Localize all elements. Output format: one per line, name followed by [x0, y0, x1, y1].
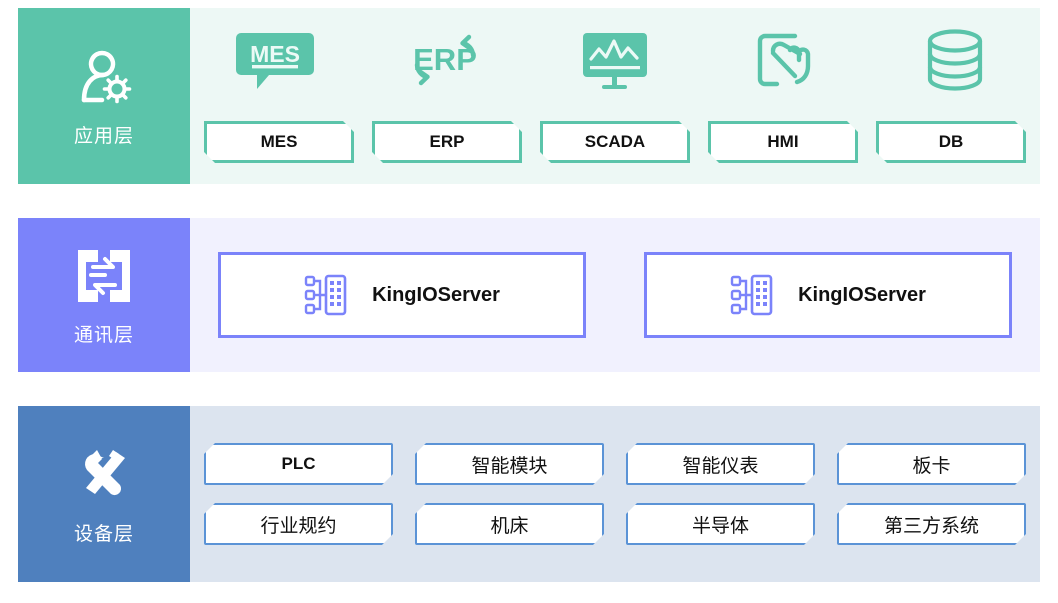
chip-hmi[interactable]: HMI	[708, 121, 858, 163]
database-icon	[870, 26, 1040, 94]
chip-industry-protocol[interactable]: 行业规约	[204, 503, 393, 545]
chip-label: ERP	[429, 132, 465, 151]
server-network-icon	[304, 272, 350, 318]
application-chip-row: MES ERP SCADA HMI DB	[190, 112, 1040, 172]
device-layer-body: PLC 智能模块 智能仪表 板卡 行业规约 机床 半导体 第三方系统	[190, 406, 1040, 582]
chip-erp[interactable]: ERP	[372, 121, 522, 163]
server-card-2[interactable]: KingIOServer	[644, 252, 1012, 338]
chip-label: PLC	[281, 454, 316, 473]
chip-label: 机床	[490, 514, 529, 537]
chip-label: SCADA	[584, 132, 646, 151]
chip-label: HMI	[767, 132, 799, 151]
chip-label: 智能仪表	[682, 454, 759, 477]
device-layer-title: 设备层	[73, 522, 134, 545]
communication-layer-label: 通讯层	[18, 218, 190, 372]
chip-plc[interactable]: PLC	[204, 443, 393, 485]
chip-label: 第三方系统	[883, 514, 979, 537]
user-gear-icon	[71, 45, 137, 109]
chip-db[interactable]: DB	[876, 121, 1026, 163]
chip-label: 板卡	[912, 454, 951, 477]
chip-smart-module[interactable]: 智能模块	[415, 443, 604, 485]
server-card-1[interactable]: KingIOServer	[218, 252, 586, 338]
application-layer: 应用层 MES ERP	[18, 8, 1040, 184]
chip-machine-tool[interactable]: 机床	[415, 503, 604, 545]
chip-smart-instrument[interactable]: 智能仪表	[626, 443, 815, 485]
chip-scada[interactable]: SCADA	[540, 121, 690, 163]
chip-mes[interactable]: MES	[204, 121, 354, 163]
application-layer-body: MES ERP	[190, 8, 1040, 184]
svg-text:MES: MES	[250, 41, 300, 67]
application-layer-label: 应用层	[18, 8, 190, 184]
application-icon-row: MES ERP	[190, 8, 1040, 112]
exchange-square-icon	[73, 244, 135, 308]
chip-label: 行业规约	[260, 514, 337, 537]
server-label: KingIOServer	[798, 283, 926, 306]
chip-third-party-system[interactable]: 第三方系统	[837, 503, 1026, 545]
device-chip-row-1: PLC 智能模块 智能仪表 板卡	[204, 443, 1026, 485]
server-card-row: KingIOServer	[190, 252, 1040, 338]
communication-layer: 通讯层	[18, 218, 1040, 372]
device-chip-row-2: 行业规约 机床 半导体 第三方系统	[204, 503, 1026, 545]
scada-monitor-icon	[530, 27, 700, 93]
tools-icon	[73, 443, 135, 507]
hmi-touch-icon	[700, 27, 870, 93]
chip-label: 半导体	[691, 514, 749, 537]
device-layer-label: 设备层	[18, 406, 190, 582]
chip-board-card[interactable]: 板卡	[837, 443, 1026, 485]
server-network-icon	[730, 272, 776, 318]
erp-icon: ERP	[360, 27, 530, 93]
architecture-diagram: 应用层 MES ERP	[18, 8, 1040, 596]
communication-layer-title: 通讯层	[73, 323, 134, 346]
chip-semiconductor[interactable]: 半导体	[626, 503, 815, 545]
chip-label: 智能模块	[471, 454, 548, 477]
communication-layer-body: KingIOServer	[190, 218, 1040, 372]
application-layer-title: 应用层	[73, 124, 134, 147]
device-layer: 设备层 PLC 智能模块 智能仪表 板卡 行业规约 机床 半导体 第三方系统	[18, 406, 1040, 582]
server-label: KingIOServer	[372, 283, 500, 306]
mes-icon: MES	[190, 27, 360, 93]
chip-label: MES	[260, 132, 298, 151]
chip-label: DB	[938, 132, 964, 151]
